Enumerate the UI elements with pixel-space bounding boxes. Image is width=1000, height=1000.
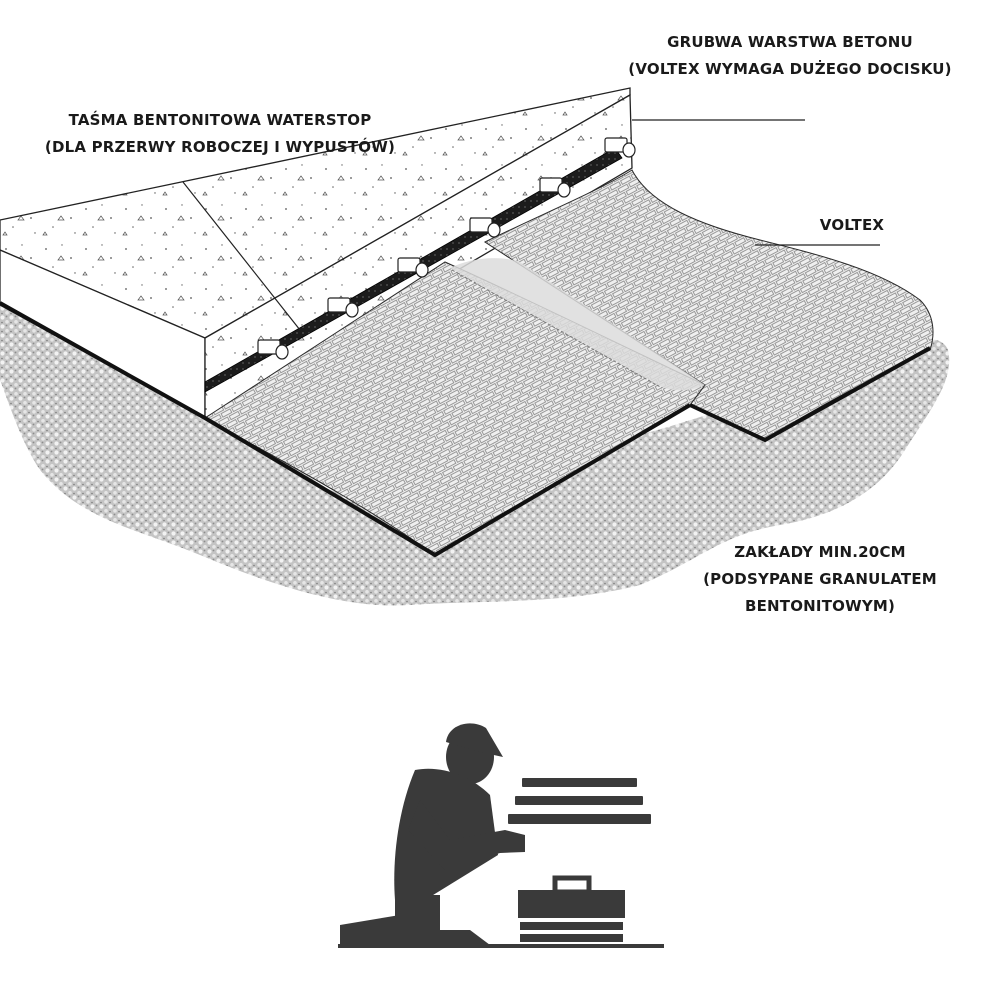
connector-2 — [327, 297, 359, 318]
worker-kneeling-icon — [338, 723, 664, 948]
connector-4 — [469, 217, 501, 238]
soil-granulate — [0, 304, 950, 606]
label-overlap-line1: ZAKŁADY MIN.20CM — [734, 543, 906, 561]
ground-line — [338, 944, 664, 948]
connector-1 — [257, 339, 289, 360]
label-overlap-line3: BENTONITOWYM) — [744, 597, 896, 615]
label-waterstop-line1: TAŚMA BENTONITOWA WATERSTOP — [68, 111, 372, 129]
label-waterstop: TAŚMA BENTONITOWA WATERSTOP (DLA PRZERWY… — [20, 107, 420, 161]
leader-waterstop — [182, 181, 301, 331]
connector-3 — [397, 257, 429, 278]
voltex-edge-right — [689, 346, 931, 443]
label-voltex-line1: VOLTEX — [819, 216, 885, 234]
voltex-overlap-seam — [450, 258, 705, 391]
toolbox-icon — [518, 875, 625, 942]
connector-6 — [604, 137, 636, 158]
label-overlap-line2: (PODSYPANE GRANULATEM — [703, 570, 937, 588]
label-concrete-line1: GRUBWA WARSTWA BETONU — [667, 33, 913, 51]
connector-5 — [539, 177, 571, 198]
label-concrete-line2: (VOLTEX WYMAGA DUŻEGO DOCISKU) — [628, 60, 952, 78]
voltex-edge-front — [0, 301, 692, 558]
label-voltex: VOLTEX — [812, 212, 892, 239]
boards-icon — [508, 778, 651, 824]
seam-line — [451, 269, 663, 389]
label-overlap: ZAKŁADY MIN.20CM (PODSYPANE GRANULATEM B… — [700, 539, 940, 620]
label-waterstop-line2: (DLA PRZERWY ROBOCZEJ I WYPUSTÓW) — [44, 138, 396, 156]
label-concrete-layer: GRUBWA WARSTWA BETONU (VOLTEX WYMAGA DUŻ… — [600, 29, 980, 83]
waterstop-connectors — [257, 137, 636, 360]
